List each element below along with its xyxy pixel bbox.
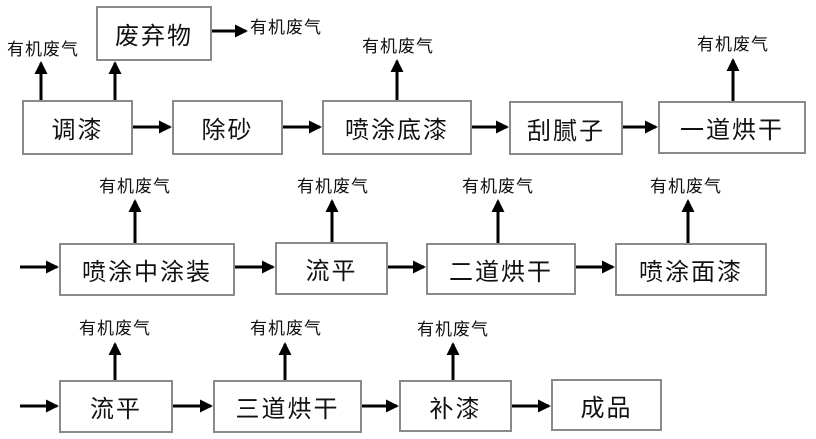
node-putty-scraping: 刮腻子	[509, 101, 623, 155]
node-leveling-1: 流平	[275, 242, 388, 295]
waste-gas-label-2: 有机废气	[362, 37, 434, 56]
node-label-spray-topcoat: 喷涂面漆	[639, 259, 743, 286]
waste-gas-label-8: 有机废气	[79, 319, 151, 338]
waste-gas-label-4: 有机废气	[99, 177, 171, 196]
node-spray-mid-coat: 喷涂中涂装	[59, 243, 235, 296]
node-label-first-drying: 一道烘干	[680, 117, 784, 144]
node-touch-up-paint: 补漆	[399, 380, 512, 432]
node-leveling-2: 流平	[59, 380, 173, 433]
waste-gas-label-7: 有机废气	[650, 177, 722, 196]
node-label-touch-up-paint: 补漆	[429, 395, 482, 423]
node-label-paint-mixing: 调漆	[51, 117, 104, 144]
waste-gas-label-3: 有机废气	[697, 35, 769, 54]
node-label-second-drying: 二道烘干	[449, 258, 553, 286]
node-paint-mixing: 调漆	[22, 100, 133, 155]
node-label-spray-primer: 喷涂底漆	[345, 117, 449, 144]
node-label-spray-mid-coat: 喷涂中涂装	[82, 259, 212, 286]
node-spray-topcoat: 喷涂面漆	[615, 243, 767, 296]
node-third-drying: 三道烘干	[213, 380, 362, 433]
node-sand-removal: 除砂	[172, 100, 283, 155]
waste-gas-label-5: 有机废气	[297, 177, 369, 196]
waste-gas-label-9: 有机废气	[250, 319, 322, 338]
waste-gas-label-10: 有机废气	[417, 320, 489, 339]
node-first-drying: 一道烘干	[658, 101, 806, 154]
node-label-leveling-2: 流平	[90, 396, 142, 423]
waste-gas-label-1: 有机废气	[250, 18, 322, 37]
node-second-drying: 二道烘干	[426, 243, 576, 295]
waste-gas-label-0: 有机废气	[7, 40, 79, 59]
node-label-third-drying: 三道烘干	[235, 396, 340, 423]
node-label-putty-scraping: 刮腻子	[527, 117, 605, 145]
node-label-waste: 废弃物	[115, 23, 193, 50]
waste-gas-label-6: 有机废气	[462, 177, 534, 196]
node-label-sand-removal: 除砂	[201, 117, 254, 144]
node-spray-primer: 喷涂底漆	[322, 100, 472, 155]
node-label-finished-product: 成品	[580, 394, 633, 422]
node-label-leveling-1: 流平	[305, 258, 358, 285]
node-finished-product: 成品	[551, 379, 662, 431]
node-waste: 废弃物	[96, 6, 212, 61]
